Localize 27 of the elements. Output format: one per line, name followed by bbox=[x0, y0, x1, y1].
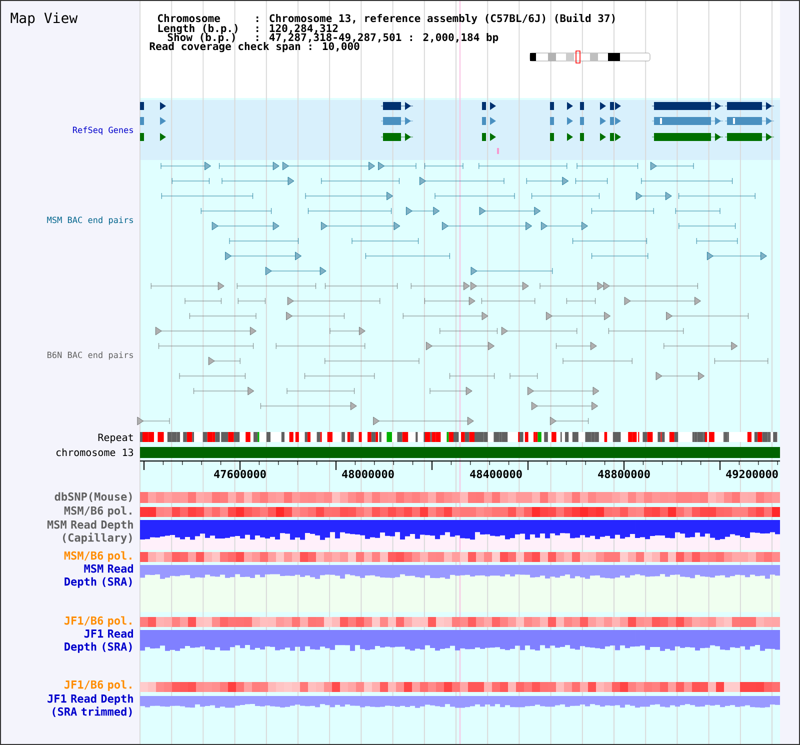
info-key: Show (b.p.) bbox=[168, 33, 235, 44]
track-label: B6N BAC end pairs bbox=[48, 352, 133, 360]
axis-tick-label: 48400000 bbox=[470, 470, 522, 478]
axis-tick-label: 49200000 bbox=[726, 470, 778, 478]
track-label: MSM/B6 pol. bbox=[64, 551, 132, 562]
track-label: MSM/B6 pol. bbox=[64, 506, 132, 517]
info-value: : Chromosome 13, reference assembly (C57BL/6J) (Build 37) bbox=[256, 13, 615, 24]
track-label: JF1/B6 pol. bbox=[64, 616, 132, 627]
track-label: RefSeq Genes bbox=[73, 126, 133, 135]
info-value: : 47,287,318-49,287,501 : 2,000,184 bp bbox=[256, 33, 498, 44]
info-key: Length (b.p.) bbox=[158, 24, 238, 34]
track-label: dbSNP(Mouse) bbox=[54, 492, 132, 502]
title: Map View bbox=[10, 12, 78, 26]
info-value: : 120,284,312 bbox=[256, 24, 338, 34]
info-key: Chromosome bbox=[158, 14, 220, 22]
track-label: JF1 Read Depth (SRA trimmed) bbox=[48, 694, 133, 717]
track-label: Repeat bbox=[98, 434, 133, 444]
track-label: JF1/B6 pol. bbox=[64, 680, 132, 691]
axis-tick-label: 48000000 bbox=[342, 470, 394, 478]
track-label: MSM Read Depth (Capillary) bbox=[47, 520, 133, 544]
track-label: MSM BAC end pairs bbox=[47, 216, 133, 225]
axis-tick-label: 47600000 bbox=[214, 470, 266, 478]
track-label: MSM Read Depth (SRA) bbox=[64, 564, 133, 588]
axis-tick-label: 48800000 bbox=[598, 470, 650, 478]
track-label: JF1 Read Depth (SRA) bbox=[64, 629, 133, 653]
info-text: Read coverage check span : 10,000 bbox=[150, 42, 360, 52]
track-label: chromosome 13 bbox=[56, 448, 134, 456]
